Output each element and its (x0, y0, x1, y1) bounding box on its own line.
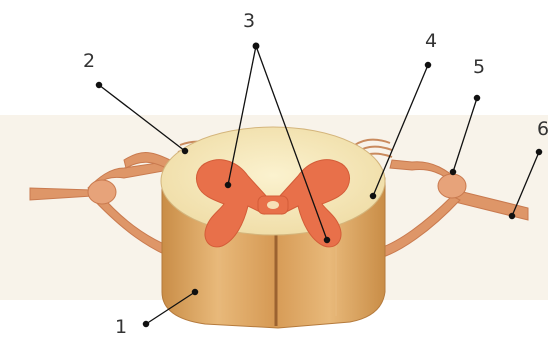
white-matter (161, 127, 385, 235)
label-3: 3 (243, 12, 255, 31)
label-6: 6 (537, 120, 548, 139)
right-dorsal-root-ganglion (438, 174, 466, 198)
label-2: 2 (83, 52, 95, 71)
label-1: 1 (115, 318, 127, 337)
left-dorsal-root-ganglion (88, 180, 116, 204)
label-4: 4 (425, 32, 437, 51)
central-canal (267, 201, 279, 209)
label-5: 5 (473, 58, 485, 77)
